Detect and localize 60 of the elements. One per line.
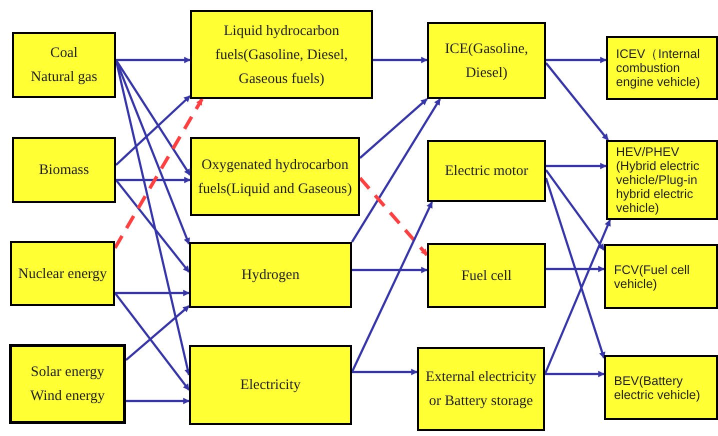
- arrow: [373, 56, 428, 64]
- process-box: [427, 140, 546, 202]
- box-text: Coal: [50, 44, 78, 63]
- arrow: [115, 59, 191, 176]
- box-text: Liquid hydrocarbon fuels(Gasoline, Diesel, Gaseous fuels): [214, 22, 349, 88]
- arrow: [544, 178, 606, 359]
- box-text: Electricity: [240, 376, 301, 395]
- arrow: [352, 266, 428, 274]
- process-box: [604, 244, 718, 309]
- process-box: [189, 242, 352, 308]
- process-box: [427, 22, 546, 99]
- arrow: [545, 62, 609, 141]
- arrow: [358, 176, 428, 256]
- arrow: [546, 56, 607, 64]
- arrow: [115, 179, 190, 273]
- arrow: [116, 56, 191, 64]
- box-text: Wind energy: [30, 387, 105, 406]
- process-box: [12, 32, 116, 98]
- process-box: [417, 347, 545, 431]
- box-text: Nuclear energy: [18, 264, 107, 284]
- process-box: [190, 137, 360, 216]
- arrow: [114, 292, 190, 391]
- box-text: Oxygenated hydrocarbon fuels(Liquid and Gaseous): [197, 156, 353, 198]
- process-box: [190, 10, 373, 99]
- box-text: Hydrogen: [242, 266, 300, 285]
- arrow: [359, 98, 428, 159]
- box-text: Fuel cell: [461, 266, 512, 286]
- box-text: Solar energy: [30, 363, 104, 382]
- process-box: [12, 137, 116, 203]
- box-text: Biomass: [39, 161, 89, 180]
- arrow: [351, 201, 433, 372]
- process-box: [9, 344, 126, 424]
- box-text: ICEV（Internal combustion engine vehicle): [616, 47, 702, 89]
- arrow: [352, 368, 418, 376]
- box-text: External electricity or Battery storage: [424, 368, 538, 411]
- process-box: [189, 345, 352, 425]
- arrow: [125, 305, 190, 361]
- arrow: [545, 370, 605, 378]
- box-text: FCV(Fuel cell vehicle): [614, 262, 691, 290]
- box-text: ICE(Gasoline, Diesel): [444, 40, 530, 82]
- process-box: [10, 241, 115, 306]
- arrow: [546, 266, 605, 272]
- arrow: [115, 95, 191, 166]
- arrow: [545, 169, 605, 251]
- arrow: [544, 219, 612, 374]
- arrow: [115, 290, 190, 296]
- arrow: [126, 398, 190, 404]
- arrow: [351, 98, 441, 243]
- arrow: [113, 98, 204, 249]
- box-text: BEV(Battery electric vehicle): [614, 374, 702, 402]
- process-box: [606, 36, 718, 100]
- box-text: Electric motor: [444, 162, 528, 181]
- process-box: [427, 243, 546, 308]
- box-text: HEV/PHEV (Hybrid electric vehicle/Plug-in hybrid electric vehicle): [616, 145, 700, 215]
- arrow: [116, 176, 191, 184]
- arrow: [114, 60, 190, 245]
- process-box: [604, 355, 718, 420]
- box-text: Natural gas: [30, 68, 98, 87]
- arrow: [546, 162, 607, 170]
- process-box: [606, 140, 718, 220]
